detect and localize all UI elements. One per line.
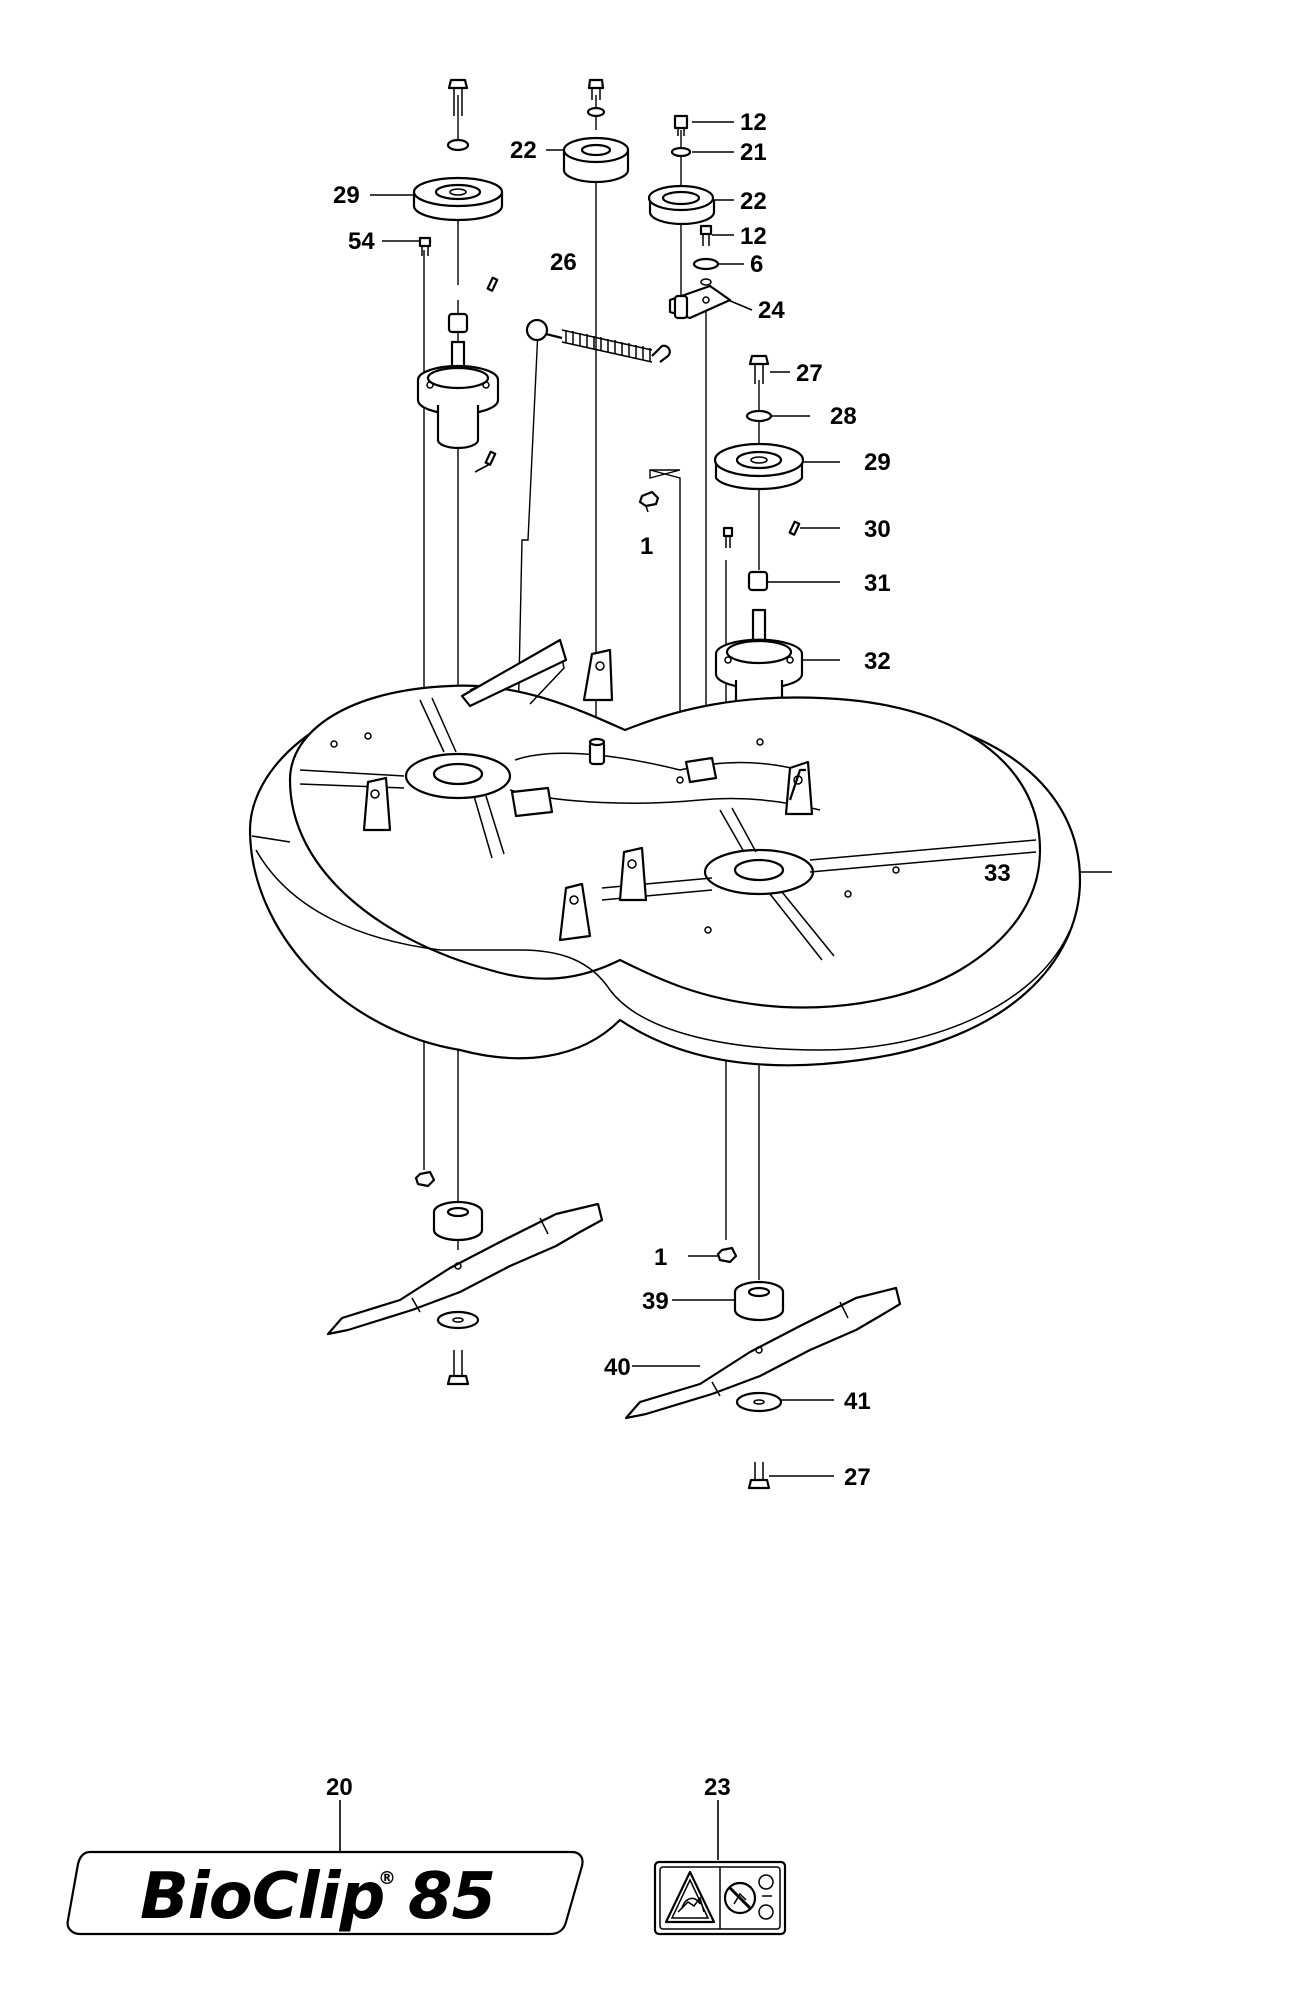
callout-leaders (339, 121, 1112, 1860)
right-idler-stack (647, 114, 732, 320)
no-hands-blade-icon (723, 1874, 774, 1920)
callout-label: 33 (984, 860, 1011, 887)
callout-label: 12 (740, 109, 767, 136)
center-idler-pulley (562, 78, 630, 184)
callout-label: 1 (654, 1244, 667, 1271)
callout-label: 26 (550, 249, 577, 276)
mower-deck (248, 638, 1082, 1067)
callout-label: 12 (740, 223, 767, 250)
callout-label: 21 (740, 139, 767, 166)
warning-decal (653, 1860, 787, 1936)
callout-label: 39 (642, 1288, 669, 1315)
bioclip-decal: BioClip ® 85 (66, 1850, 584, 1936)
tension-spring (525, 318, 671, 363)
callout-label: 32 (864, 648, 891, 675)
callout-label: 27 (844, 1464, 871, 1491)
callout-label: 54 (348, 228, 375, 255)
callout-numbers: 12 22 21 29 22 54 12 26 6 24 27 28 29 30… (326, 109, 1011, 1801)
callout-label: 23 (704, 1774, 731, 1801)
callout-label: 27 (796, 360, 823, 387)
callout-label: 22 (510, 137, 537, 164)
right-blade-assembly (624, 1246, 902, 1490)
callout-label: 6 (750, 251, 763, 278)
callout-label: 24 (758, 297, 785, 324)
callout-label: 30 (864, 516, 891, 543)
callout-label: 28 (830, 403, 857, 430)
hand-cut-warning-icon (664, 1870, 716, 1924)
left-pulley-stack (412, 78, 504, 473)
callout-label: 41 (844, 1388, 871, 1415)
callout-label: 29 (333, 182, 360, 209)
callout-label: 22 (740, 188, 767, 215)
right-pulley-stack (638, 354, 805, 730)
callout-label: 40 (604, 1354, 631, 1381)
decal-registered-mark: ® (378, 1868, 396, 1889)
callout-label: 1 (640, 533, 653, 560)
decal-brand-text: BioClip (140, 1860, 384, 1934)
left-blade-assembly (326, 1170, 604, 1386)
decal-model-text: 85 (408, 1860, 495, 1934)
callout-label: 20 (326, 1774, 353, 1801)
callout-label: 29 (864, 449, 891, 476)
callout-label: 31 (864, 570, 891, 597)
